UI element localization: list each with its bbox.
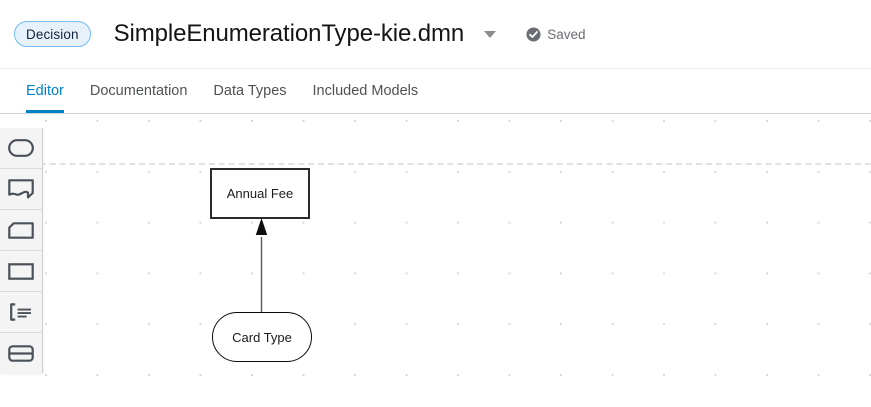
- input-data-icon: [8, 139, 34, 157]
- diagram-node-input-data[interactable]: Card Type: [212, 312, 312, 362]
- edge-arrowhead: [255, 218, 268, 235]
- diagram-node-decision[interactable]: Annual Fee: [210, 168, 310, 219]
- tab-editor[interactable]: Editor: [13, 68, 77, 113]
- knowledge-source-icon: [8, 179, 34, 199]
- palette-item-business-knowledge-model[interactable]: [0, 210, 42, 251]
- node-label: Card Type: [232, 329, 292, 345]
- save-status: Saved: [526, 27, 585, 42]
- tab-label: Included Models: [312, 82, 419, 99]
- tab-data-types[interactable]: Data Types: [200, 68, 299, 113]
- canvas-guide-line: [0, 163, 871, 165]
- editor-tabs: Editor Documentation Data Types Included…: [0, 68, 871, 114]
- editor-header: Decision SimpleEnumerationType-kie.dmn S…: [0, 0, 871, 68]
- text-annotation-icon: [10, 303, 31, 321]
- status-badge: Decision: [14, 21, 91, 47]
- tab-label: Editor: [26, 82, 64, 99]
- tab-label: Documentation: [89, 82, 188, 99]
- palette-item-knowledge-source[interactable]: [0, 169, 42, 210]
- decision-icon: [8, 262, 34, 280]
- palette-item-decision[interactable]: [0, 251, 42, 292]
- tab-label: Data Types: [213, 82, 287, 99]
- palette-item-input-data[interactable]: [0, 128, 42, 169]
- diagram-canvas[interactable]: Annual Fee Card Type: [0, 115, 871, 407]
- palette-item-text-annotation[interactable]: [0, 292, 42, 333]
- shape-palette: [0, 128, 43, 374]
- palette-item-decision-service[interactable]: [0, 333, 42, 374]
- tab-included-models[interactable]: Included Models: [300, 68, 432, 113]
- decision-service-icon: [8, 345, 34, 362]
- save-status-label: Saved: [547, 26, 586, 42]
- check-circle-icon: [526, 26, 541, 42]
- information-requirement-edge[interactable]: [252, 215, 272, 315]
- node-label: Annual Fee: [226, 186, 294, 201]
- page-title[interactable]: SimpleEnumerationType-kie.dmn: [113, 20, 465, 47]
- business-knowledge-model-icon: [8, 221, 34, 239]
- tab-documentation[interactable]: Documentation: [77, 68, 201, 113]
- chevron-down-icon[interactable]: [484, 30, 497, 38]
